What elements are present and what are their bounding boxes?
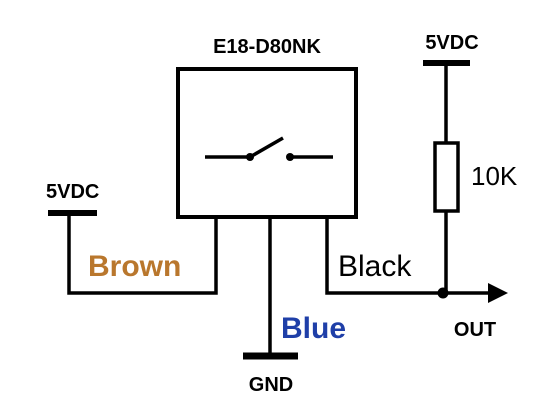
blue-wire-label: Blue <box>281 312 346 345</box>
output-label: OUT <box>454 319 496 341</box>
left-supply-label: 5VDC <box>46 181 99 203</box>
black-wire-label: Black <box>338 250 412 283</box>
brown-wire <box>67 213 218 295</box>
ground-label: GND <box>249 374 293 396</box>
black-wire <box>325 217 490 295</box>
output-arrow <box>488 283 508 303</box>
left-supply: 5VDC <box>46 181 99 216</box>
resistor-body <box>433 141 460 213</box>
brown-wire-label: Brown <box>88 250 181 283</box>
sensor-box <box>176 67 358 219</box>
sensor-model-label: E18-D80NK <box>213 36 321 58</box>
resistor-value-label: 10K <box>471 161 518 191</box>
right-supply: 5VDC <box>423 32 479 66</box>
right-supply-label: 5VDC <box>425 32 478 54</box>
switch-symbol <box>205 136 333 161</box>
